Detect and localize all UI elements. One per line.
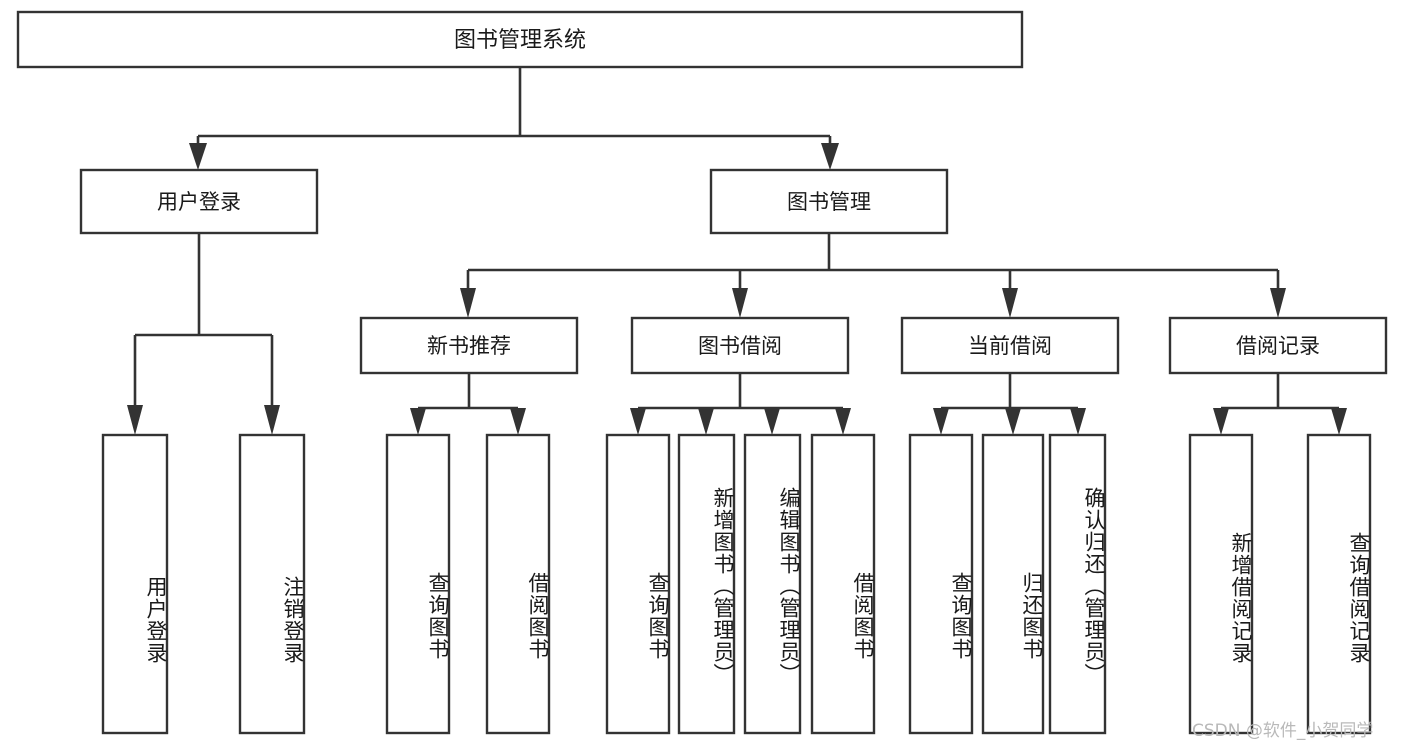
- arrow-to-leaf-add-book: [698, 408, 714, 435]
- arrow-to-leaf-borrow-book-2: [835, 408, 851, 435]
- arrow-to-book-manage: [821, 143, 839, 170]
- arrow-to-user-login: [189, 143, 207, 170]
- node-leaf-user-login-label: 用户登录: [144, 576, 168, 664]
- connector-group-user-login: [127, 233, 280, 435]
- arrow-to-borrow-record: [1270, 288, 1286, 318]
- arrow-to-leaf-query-book-1: [410, 408, 426, 435]
- node-root[interactable]: 图书管理系统: [16, 10, 1024, 69]
- node-leaf-borrow-book-1-box[interactable]: [485, 433, 551, 735]
- node-book-borrow-box[interactable]: [630, 316, 850, 375]
- node-book-borrow[interactable]: 图书借阅: [630, 316, 850, 375]
- connector-group-current-borrow: [933, 373, 1086, 435]
- node-root-label: 图书管理系统: [454, 28, 586, 53]
- arrow-to-current-borrow: [1002, 288, 1018, 318]
- node-root-box[interactable]: [16, 10, 1024, 69]
- node-book-manage-label: 图书管理: [787, 190, 871, 214]
- node-leaf-borrow-book-1-label: 借阅图书: [526, 571, 550, 660]
- csdn-watermark: CSDN @软件_小贺同学: [1192, 721, 1374, 741]
- arrow-to-book-borrow: [732, 288, 748, 318]
- node-leaf-query-book-3-box[interactable]: [908, 433, 974, 735]
- arrow-to-leaf-user-login: [127, 405, 143, 435]
- node-leaf-return-book-box[interactable]: [981, 433, 1045, 735]
- node-leaf-query-record-box[interactable]: [1306, 433, 1372, 735]
- node-leaf-query-book-1-box[interactable]: [385, 433, 451, 735]
- arrow-to-leaf-confirm-return: [1070, 408, 1086, 435]
- node-leaf-query-book-1-label: 查询图书: [426, 571, 450, 660]
- node-leaf-logout-login-box[interactable]: [238, 433, 306, 735]
- arrow-to-leaf-add-record: [1213, 408, 1229, 435]
- node-leaf-return-book-label: 归还图书: [1020, 571, 1044, 660]
- connector-group-borrow-record: [1213, 373, 1347, 435]
- connector-group-book-borrow: [630, 373, 851, 435]
- node-new-book-recommend-label: 新书推荐: [427, 334, 511, 358]
- node-book-borrow-label: 图书借阅: [698, 334, 782, 358]
- node-borrow-record[interactable]: 借阅记录: [1168, 316, 1388, 375]
- arrow-to-leaf-query-book-2: [630, 408, 646, 435]
- node-book-manage-box[interactable]: [709, 168, 949, 235]
- node-leaf-query-book-2-label: 查询图书: [646, 571, 670, 660]
- node-user-login[interactable]: 用户登录: [79, 168, 319, 235]
- node-leaf-query-book-2-box[interactable]: [605, 433, 671, 735]
- node-new-book-recommend[interactable]: 新书推荐: [359, 316, 579, 375]
- node-borrow-record-label: 借阅记录: [1236, 334, 1320, 358]
- node-book-manage[interactable]: 图书管理: [709, 168, 949, 235]
- node-leaf-add-record-label: 新增借阅记录: [1229, 531, 1253, 664]
- arrow-to-leaf-borrow-book-1: [510, 408, 526, 435]
- node-leaf-add-book-label: 新增图书（管理员）: [711, 486, 735, 685]
- connector-group-root: [189, 67, 839, 170]
- node-leaf-logout-login-label: 注销登录: [281, 576, 305, 664]
- connector-group-book-manage: [460, 233, 1286, 318]
- node-leaf-confirm-return-label: 确认归还（管理员）: [1082, 486, 1106, 685]
- arrow-to-leaf-query-book-3: [933, 408, 949, 435]
- arrow-to-leaf-query-record: [1331, 408, 1347, 435]
- arrow-to-leaf-return-book: [1005, 408, 1021, 435]
- node-leaf-borrow-book-2-label: 借阅图书: [851, 571, 875, 660]
- node-leaf-add-record-box[interactable]: [1188, 433, 1254, 735]
- arrow-to-leaf-logout-login: [264, 405, 280, 435]
- node-current-borrow[interactable]: 当前借阅: [900, 316, 1120, 375]
- node-current-borrow-box[interactable]: [900, 316, 1120, 375]
- node-borrow-record-box[interactable]: [1168, 316, 1388, 375]
- connector-group-new-book-recommend: [410, 373, 526, 435]
- node-leaf-add-book-box[interactable]: [677, 433, 736, 735]
- node-leaf-query-book-3-label: 查询图书: [949, 571, 973, 660]
- node-leaf-edit-book-label: 编辑图书（管理员）: [777, 486, 801, 685]
- node-leaf-confirm-return-box[interactable]: [1048, 433, 1107, 735]
- node-leaf-query-record-label: 查询借阅记录: [1347, 531, 1371, 664]
- arrow-to-leaf-edit-book: [764, 408, 780, 435]
- node-leaf-borrow-book-2-box[interactable]: [810, 433, 876, 735]
- node-user-login-box[interactable]: [79, 168, 319, 235]
- arrow-to-new-book-recommend: [460, 288, 476, 318]
- node-current-borrow-label: 当前借阅: [968, 334, 1052, 358]
- node-user-login-label: 用户登录: [157, 190, 241, 214]
- node-leaf-user-login-box[interactable]: [101, 433, 169, 735]
- node-new-book-recommend-box[interactable]: [359, 316, 579, 375]
- node-leaf-edit-book-box[interactable]: [743, 433, 802, 735]
